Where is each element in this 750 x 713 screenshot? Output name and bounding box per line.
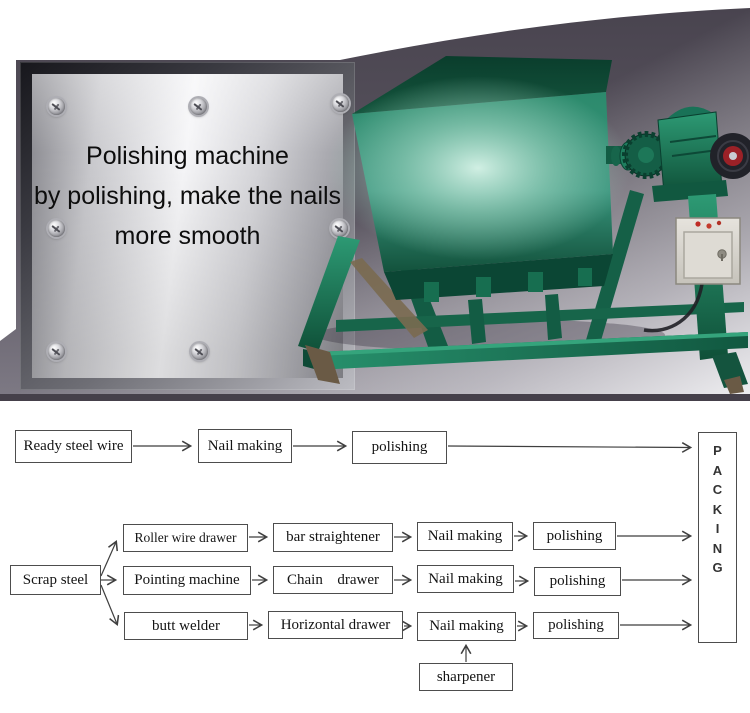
right-foot-tip — [724, 376, 744, 394]
machine-back-rail — [336, 302, 744, 332]
drum-foot-tab — [424, 282, 439, 302]
nameplate-line-3: more smooth — [114, 222, 261, 250]
flow-box-ready-steel-wire: Ready steel wire — [15, 430, 132, 463]
screw-icon — [190, 98, 207, 115]
control-button-icon — [706, 223, 712, 229]
flow-box-horizontal-drawer: Horizontal drawer — [268, 611, 403, 639]
left-foot — [305, 345, 340, 384]
drum-bottom-band — [384, 254, 613, 300]
pulley-rim — [717, 140, 749, 172]
flow-box-chain-drawer: Chain drawer — [273, 566, 393, 594]
flow-box-packing: P A C K I N G — [698, 432, 737, 643]
control-button-icon — [716, 220, 722, 226]
process-flowchart: Ready steel wire Nail making polishing R… — [0, 401, 750, 713]
screw-icon — [48, 343, 65, 360]
machine-rusty-brace — [350, 258, 428, 338]
keyhole-slot — [721, 254, 723, 261]
screw-icon — [48, 220, 65, 237]
nameplate-line-1: Polishing machine — [86, 142, 289, 170]
flow-box-pointing-machine: Pointing machine — [123, 566, 251, 595]
nameplate-line-2: by polishing, make the nails — [33, 182, 342, 210]
flow-box-nail-making-1: Nail making — [198, 429, 292, 463]
control-button-icon — [695, 221, 701, 227]
chain-drawer-word: Chain — [287, 571, 323, 588]
flow-box-polishing-2: polishing — [533, 522, 616, 550]
flow-box-nail-making-2: Nail making — [417, 522, 513, 551]
flow-box-roller-wire-drawer: Roller wire drawer — [123, 524, 248, 552]
power-cable — [643, 283, 704, 333]
machine-left-leg — [298, 236, 360, 352]
drum-foot-tab — [476, 277, 491, 297]
flow-box-bar-straightener: bar straightener — [273, 523, 393, 552]
shaft-coupling — [611, 146, 621, 166]
machine-rear-brace — [586, 190, 644, 344]
nameplate-text: Polishing machine by polishing, make the… — [32, 136, 343, 256]
packing-letter: P — [713, 443, 722, 458]
flow-box-nail-making-3: Nail making — [417, 565, 514, 593]
nameplate-face: Polishing machine by polishing, make the… — [32, 74, 349, 378]
gearbox-fins — [669, 135, 719, 157]
sprocket-hub — [638, 147, 654, 163]
flow-box-sharpener: sharpener — [419, 663, 513, 691]
screw-icon — [48, 98, 65, 115]
base-rail-highlight — [316, 332, 748, 356]
flow-box-polishing-4: polishing — [533, 612, 619, 639]
machine-mid-post — [468, 299, 486, 344]
pulley-axle — [729, 152, 737, 160]
packing-letter: G — [712, 560, 723, 575]
chain-drawer-word: drawer — [337, 571, 379, 588]
machine-mid-post — [545, 294, 562, 340]
connector-layer — [100, 401, 750, 662]
packing-letter: K — [712, 501, 723, 517]
screw-icon — [332, 95, 349, 112]
packing-letter: N — [712, 540, 723, 556]
photo-section: Polishing machine by polishing, make the… — [0, 0, 750, 401]
nameplate: Polishing machine by polishing, make the… — [20, 62, 355, 390]
packing-letter: C — [712, 482, 723, 497]
screw-icon — [331, 220, 348, 237]
screw-icon — [191, 343, 208, 360]
packing-letter: I — [715, 521, 720, 536]
packing-letter: A — [712, 462, 723, 478]
polishing-machine-illustration — [298, 56, 750, 394]
flow-box-polishing-1: polishing — [352, 431, 447, 464]
backdrop-floor-edge — [0, 394, 750, 401]
flow-box-butt-welder: butt welder — [124, 612, 248, 640]
base-front-rail — [316, 332, 748, 370]
drum-foot-tab — [578, 268, 592, 286]
flow-box-polishing-3: polishing — [534, 567, 621, 596]
flow-box-scrap-steel: Scrap steel — [10, 565, 101, 595]
flow-box-nail-making-4: Nail making — [417, 612, 516, 641]
drum-foot-tab — [528, 272, 543, 292]
drum-highlight — [326, 76, 630, 260]
